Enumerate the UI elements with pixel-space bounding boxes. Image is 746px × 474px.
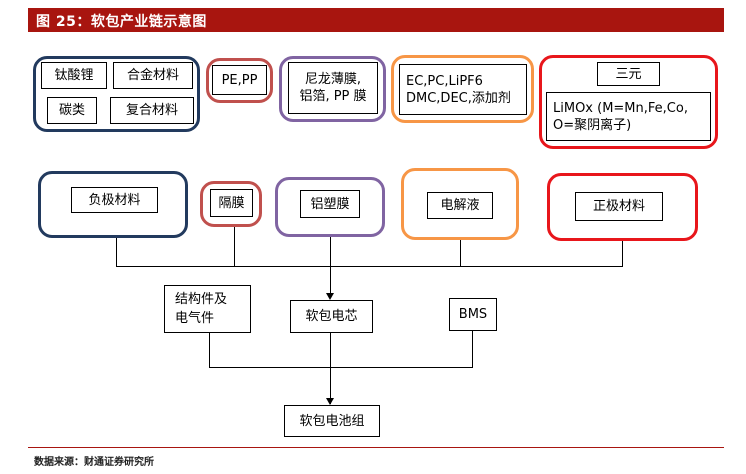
data-source: 数据来源：财通证券研究所 — [34, 457, 154, 468]
structure-parts-line-2: 电气件 — [175, 311, 215, 326]
pack-bus-line — [209, 367, 473, 368]
arrow-to-pack — [326, 398, 334, 405]
limox-formula-line-2: O=聚阴离子) — [553, 117, 632, 133]
alloy-material-box: 合金材料 — [113, 62, 193, 89]
connector-separator — [234, 227, 235, 266]
pouch-cell-box: 软包电芯 — [290, 300, 373, 333]
connector-anode — [116, 238, 117, 266]
separator-component-group — [200, 181, 262, 227]
cathode-material-box: 正极材料 — [575, 192, 663, 221]
separator-box: 隔膜 — [210, 189, 253, 217]
lithium-titanate-box: 钛酸锂 — [41, 62, 107, 89]
carbon-box: 碳类 — [47, 97, 97, 124]
anode-material-group — [33, 56, 200, 132]
electrolyte-formula-line-2: DMC,DEC,添加剂 — [406, 90, 511, 106]
ternary-box: 三元 — [597, 62, 660, 86]
bms-box: BMS — [449, 298, 497, 331]
connector-structure — [209, 333, 210, 367]
structure-parts-line-1: 结构件及 — [175, 292, 228, 307]
connector-bms — [472, 331, 473, 367]
anode-material-box: 负极材料 — [71, 187, 158, 213]
structure-parts-box: 结构件及 电气件 — [164, 285, 251, 333]
header-bar: 图 25：软包产业链示意图 — [28, 8, 724, 32]
nylon-foil-film-line-1: 尼龙薄膜, — [304, 72, 362, 87]
nylon-foil-film-line-2: 铝箔, PP 膜 — [299, 89, 367, 104]
cathode-material-group — [539, 55, 718, 149]
electrolyte-formula-line-1: EC,PC,LiPF6 — [406, 73, 483, 89]
connector-electrolyte — [460, 240, 461, 266]
connector-cathode — [622, 241, 623, 266]
nylon-foil-film-box: 尼龙薄膜, 铝箔, PP 膜 — [288, 62, 378, 114]
separator-material-group — [206, 58, 273, 103]
bus-line — [116, 266, 623, 267]
cathode-component-group — [547, 173, 698, 241]
electrolyte-formula-box: EC,PC,LiPF6 DMC,DEC,添加剂 — [399, 64, 527, 115]
composite-material-box: 复合材料 — [110, 97, 194, 124]
connector-bus-to-cell — [330, 266, 331, 294]
pouch-battery-pack-box: 软包电池组 — [284, 405, 380, 437]
anode-component-group — [38, 171, 188, 238]
footer-divider — [28, 447, 724, 448]
limox-formula-line-1: LiMOx (M=Mn,Fe,Co, — [553, 100, 688, 116]
arrow-to-cell — [326, 293, 334, 300]
electrolyte-component-group — [401, 168, 519, 240]
pe-pp-box: PE,PP — [212, 65, 267, 95]
electrolyte-box: 电解液 — [427, 192, 493, 219]
shell-material-group — [279, 56, 386, 122]
limox-formula-box: LiMOx (M=Mn,Fe,Co, O=聚阴离子) — [546, 92, 711, 141]
al-plastic-film-box: 铝塑膜 — [300, 190, 360, 218]
page-title: 图 25：软包产业链示意图 — [36, 14, 207, 30]
connector-film — [330, 237, 331, 266]
electrolyte-material-group — [391, 55, 534, 123]
connector-cell — [330, 333, 331, 404]
al-plastic-film-group — [275, 177, 385, 237]
